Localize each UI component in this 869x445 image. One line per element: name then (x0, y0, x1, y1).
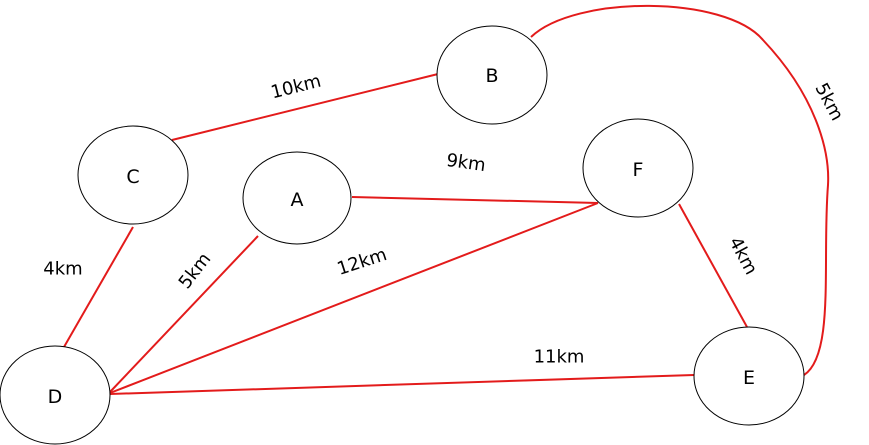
node-a: A (242, 151, 352, 245)
edge-label-b-e: 5km (810, 80, 847, 125)
node-c-circle (77, 125, 189, 225)
node-c-label: C (126, 166, 139, 188)
edge-a-f (351, 196, 599, 204)
node-b: B (436, 25, 548, 125)
edge-label-d-e: 11km (534, 347, 585, 368)
edge-d-e (109, 374, 695, 395)
node-f-label: F (633, 159, 644, 181)
edge-label-a-f: 9km (445, 150, 487, 176)
edge-c-b (171, 73, 439, 141)
node-a-circle (242, 151, 352, 245)
node-f-circle (582, 118, 694, 218)
node-b-label: B (485, 65, 498, 87)
edge-c-d (63, 226, 134, 348)
node-d: D (0, 345, 111, 445)
edge-a-d (109, 235, 259, 393)
edge-label-f-d: 12km (335, 244, 390, 280)
edge-labels-layer: 10km 5km 9km 4km 5km 12km 4km 11km (43, 71, 847, 368)
edge-label-c-b: 10km (269, 71, 323, 104)
node-b-circle (436, 25, 548, 125)
node-e-label: E (743, 367, 755, 389)
edge-f-e (678, 203, 748, 328)
node-d-circle (0, 345, 111, 445)
edge-f-d (109, 202, 599, 394)
edge-label-c-d: 4km (43, 259, 82, 280)
edge-b-e (530, 4, 830, 376)
node-d-label: D (48, 386, 63, 408)
node-e-circle (693, 326, 805, 426)
edge-label-f-e: 4km (724, 234, 761, 279)
node-e: E (693, 326, 805, 426)
node-f: F (582, 118, 694, 218)
node-a-label: A (291, 189, 304, 211)
edges-layer (63, 4, 830, 395)
node-c: C (77, 125, 189, 225)
